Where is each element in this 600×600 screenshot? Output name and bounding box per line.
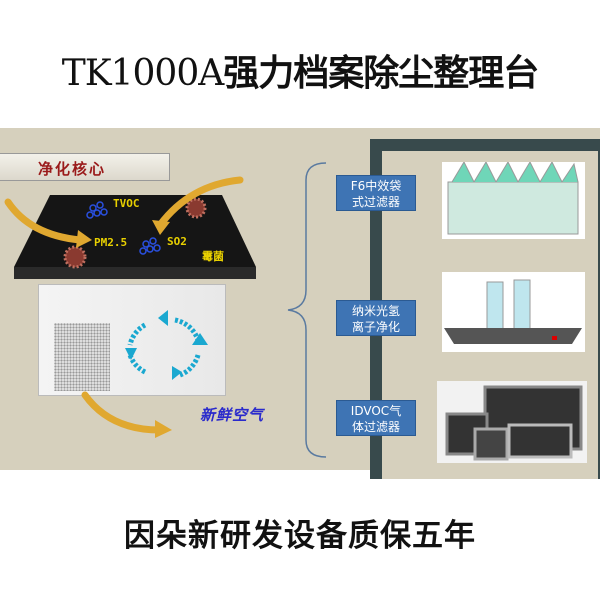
pollutant-label: 霉菌 (202, 250, 224, 263)
fresh-air-label: 新鲜空气 (200, 406, 265, 424)
pollutant-label: TVOC (113, 197, 140, 210)
filter-tag: F6中效袋式过滤器 (336, 175, 416, 211)
uv-lamp-purifier-image (442, 272, 585, 352)
pollutant-label: PM2.5 (94, 236, 128, 249)
carbon-panel-filter-image (437, 381, 587, 463)
filter-tag: IDVOC气体过滤器 (336, 400, 416, 436)
page-title: TK1000A强力档案除尘整理台 (61, 53, 540, 94)
diagram-graphics (4, 176, 244, 438)
vent-grille (54, 323, 110, 391)
filter-tag: 纳米光氢离子净化 (336, 300, 416, 336)
germ-icon (63, 197, 207, 269)
warranty-banner: 因朵新研发设备质保五年 (124, 518, 476, 554)
arrow-head-icon (76, 220, 172, 438)
cycle-arrows-icon (127, 317, 201, 378)
brace-bracket (287, 162, 326, 458)
molecule-icon (86, 201, 161, 255)
core-label: 净化核心 (0, 153, 170, 181)
arrow-icon (4, 176, 244, 434)
pollutant-label: SO2 (167, 235, 187, 248)
bag-filter-image (442, 160, 585, 239)
